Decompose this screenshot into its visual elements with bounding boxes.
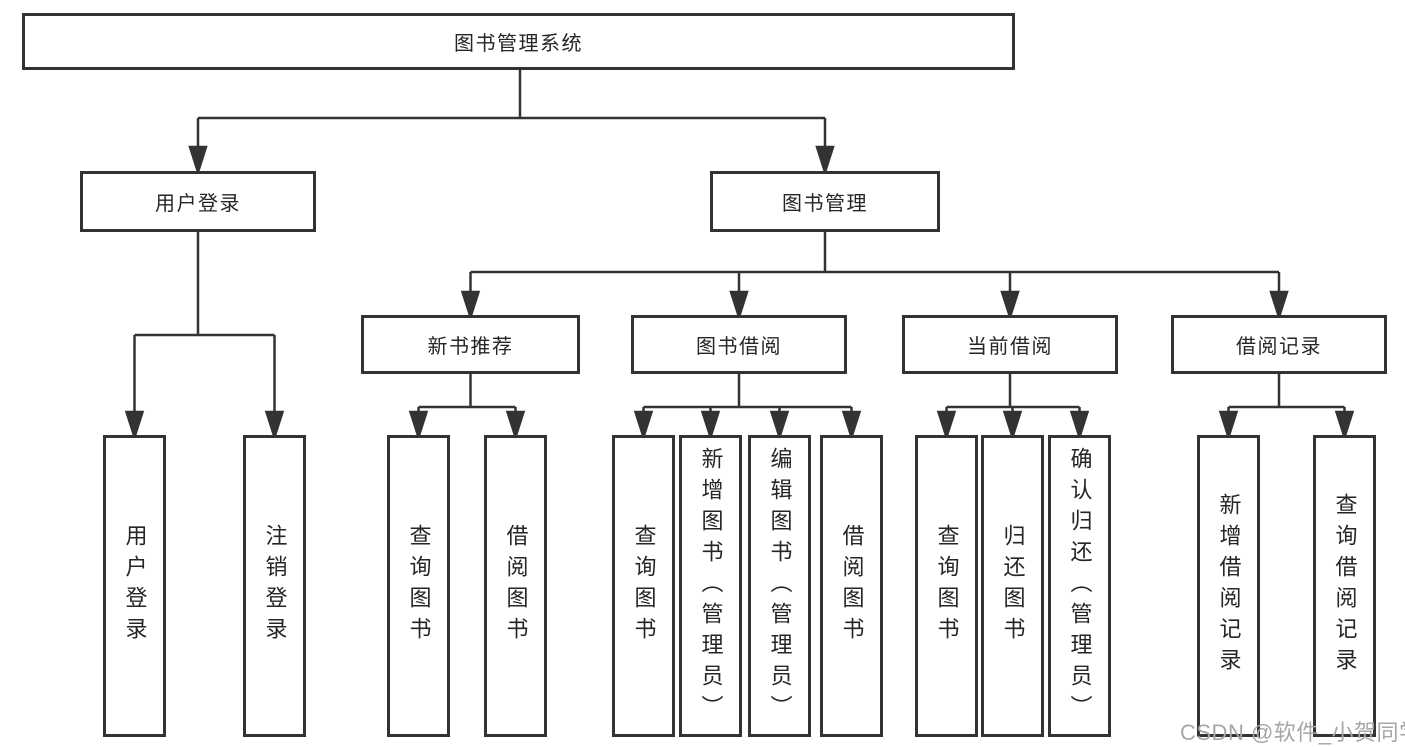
leaf-label: 用户登录 (122, 524, 148, 648)
connector-book-borrow-to-leaves (633, 374, 862, 442)
leaf-label: 新增借阅记录 (1216, 493, 1242, 679)
leaf-borrow-books-recommend: 借阅图书 (484, 435, 547, 737)
csdn-watermark: CSDN @软件_小贺同学 (1180, 720, 1405, 745)
leaf-return-books: 归还图书 (981, 435, 1044, 737)
arrowhead (936, 410, 957, 442)
node-book-borrow: 图书借阅 (631, 315, 847, 374)
arrowhead (769, 410, 790, 442)
node-new-book-recommend: 新书推荐 (361, 315, 580, 374)
node-book-management: 图书管理 (710, 171, 940, 232)
leaf-label: 查询图书 (406, 524, 432, 648)
node-borrow-records: 借阅记录 (1171, 315, 1387, 374)
arrowhead (1000, 290, 1020, 322)
leaf-label: 新增图书（管理员） (698, 446, 724, 726)
arrowhead (1069, 410, 1090, 442)
leaf-label: 注销登录 (262, 524, 288, 648)
arrowhead (729, 290, 749, 322)
arrowhead (1218, 410, 1239, 442)
connector-borrow-records-to-leaves (1218, 374, 1355, 442)
leaf-label: 借阅图书 (839, 524, 865, 648)
leaf-label: 借阅图书 (503, 524, 529, 648)
leaf-label: 查询借阅记录 (1332, 493, 1358, 679)
connector-book-management-to-level2 (460, 232, 1289, 322)
arrowhead (1269, 290, 1289, 322)
leaf-label: 归还图书 (1000, 524, 1026, 648)
leaf-query-books-borrow: 查询图书 (612, 435, 675, 737)
connector-user-login-to-leaves (124, 232, 285, 442)
arrowhead (460, 290, 481, 322)
leaf-label: 确认归还（管理员） (1067, 446, 1093, 726)
leaf-add-books-admin: 新增图书（管理员） (679, 435, 742, 737)
leaf-label: 编辑图书（管理员） (767, 446, 793, 726)
arrowhead (124, 410, 145, 442)
leaf-user-login: 用户登录 (103, 435, 166, 737)
node-current-borrow: 当前借阅 (902, 315, 1118, 374)
leaf-query-books-current: 查询图书 (915, 435, 978, 737)
connector-root-to-level1 (188, 70, 835, 177)
arrowhead (700, 410, 721, 442)
arrowhead (264, 410, 285, 442)
arrowhead (1002, 410, 1023, 442)
leaf-query-borrow-record: 查询借阅记录 (1313, 435, 1376, 737)
leaf-add-borrow-record: 新增借阅记录 (1197, 435, 1260, 737)
arrowhead (505, 410, 526, 442)
arrowhead (633, 410, 654, 442)
leaf-borrow-books: 借阅图书 (820, 435, 883, 737)
leaf-label: 查询图书 (631, 524, 657, 648)
leaf-logout: 注销登录 (243, 435, 306, 737)
arrowhead (815, 145, 835, 177)
arrowhead (841, 410, 862, 442)
leaf-query-books-recommend: 查询图书 (387, 435, 450, 737)
leaf-confirm-return-admin: 确认归还（管理员） (1048, 435, 1111, 737)
arrowhead (1334, 410, 1355, 442)
leaf-label: 查询图书 (934, 524, 960, 648)
connector-current-borrow-to-leaves (936, 374, 1090, 442)
arrowhead (188, 145, 208, 177)
leaf-edit-books-admin: 编辑图书（管理员） (748, 435, 811, 737)
arrowhead (408, 410, 429, 442)
connector-new-book-to-leaves (408, 374, 526, 442)
node-user-login: 用户登录 (80, 171, 316, 232)
node-library-system: 图书管理系统 (22, 13, 1015, 70)
